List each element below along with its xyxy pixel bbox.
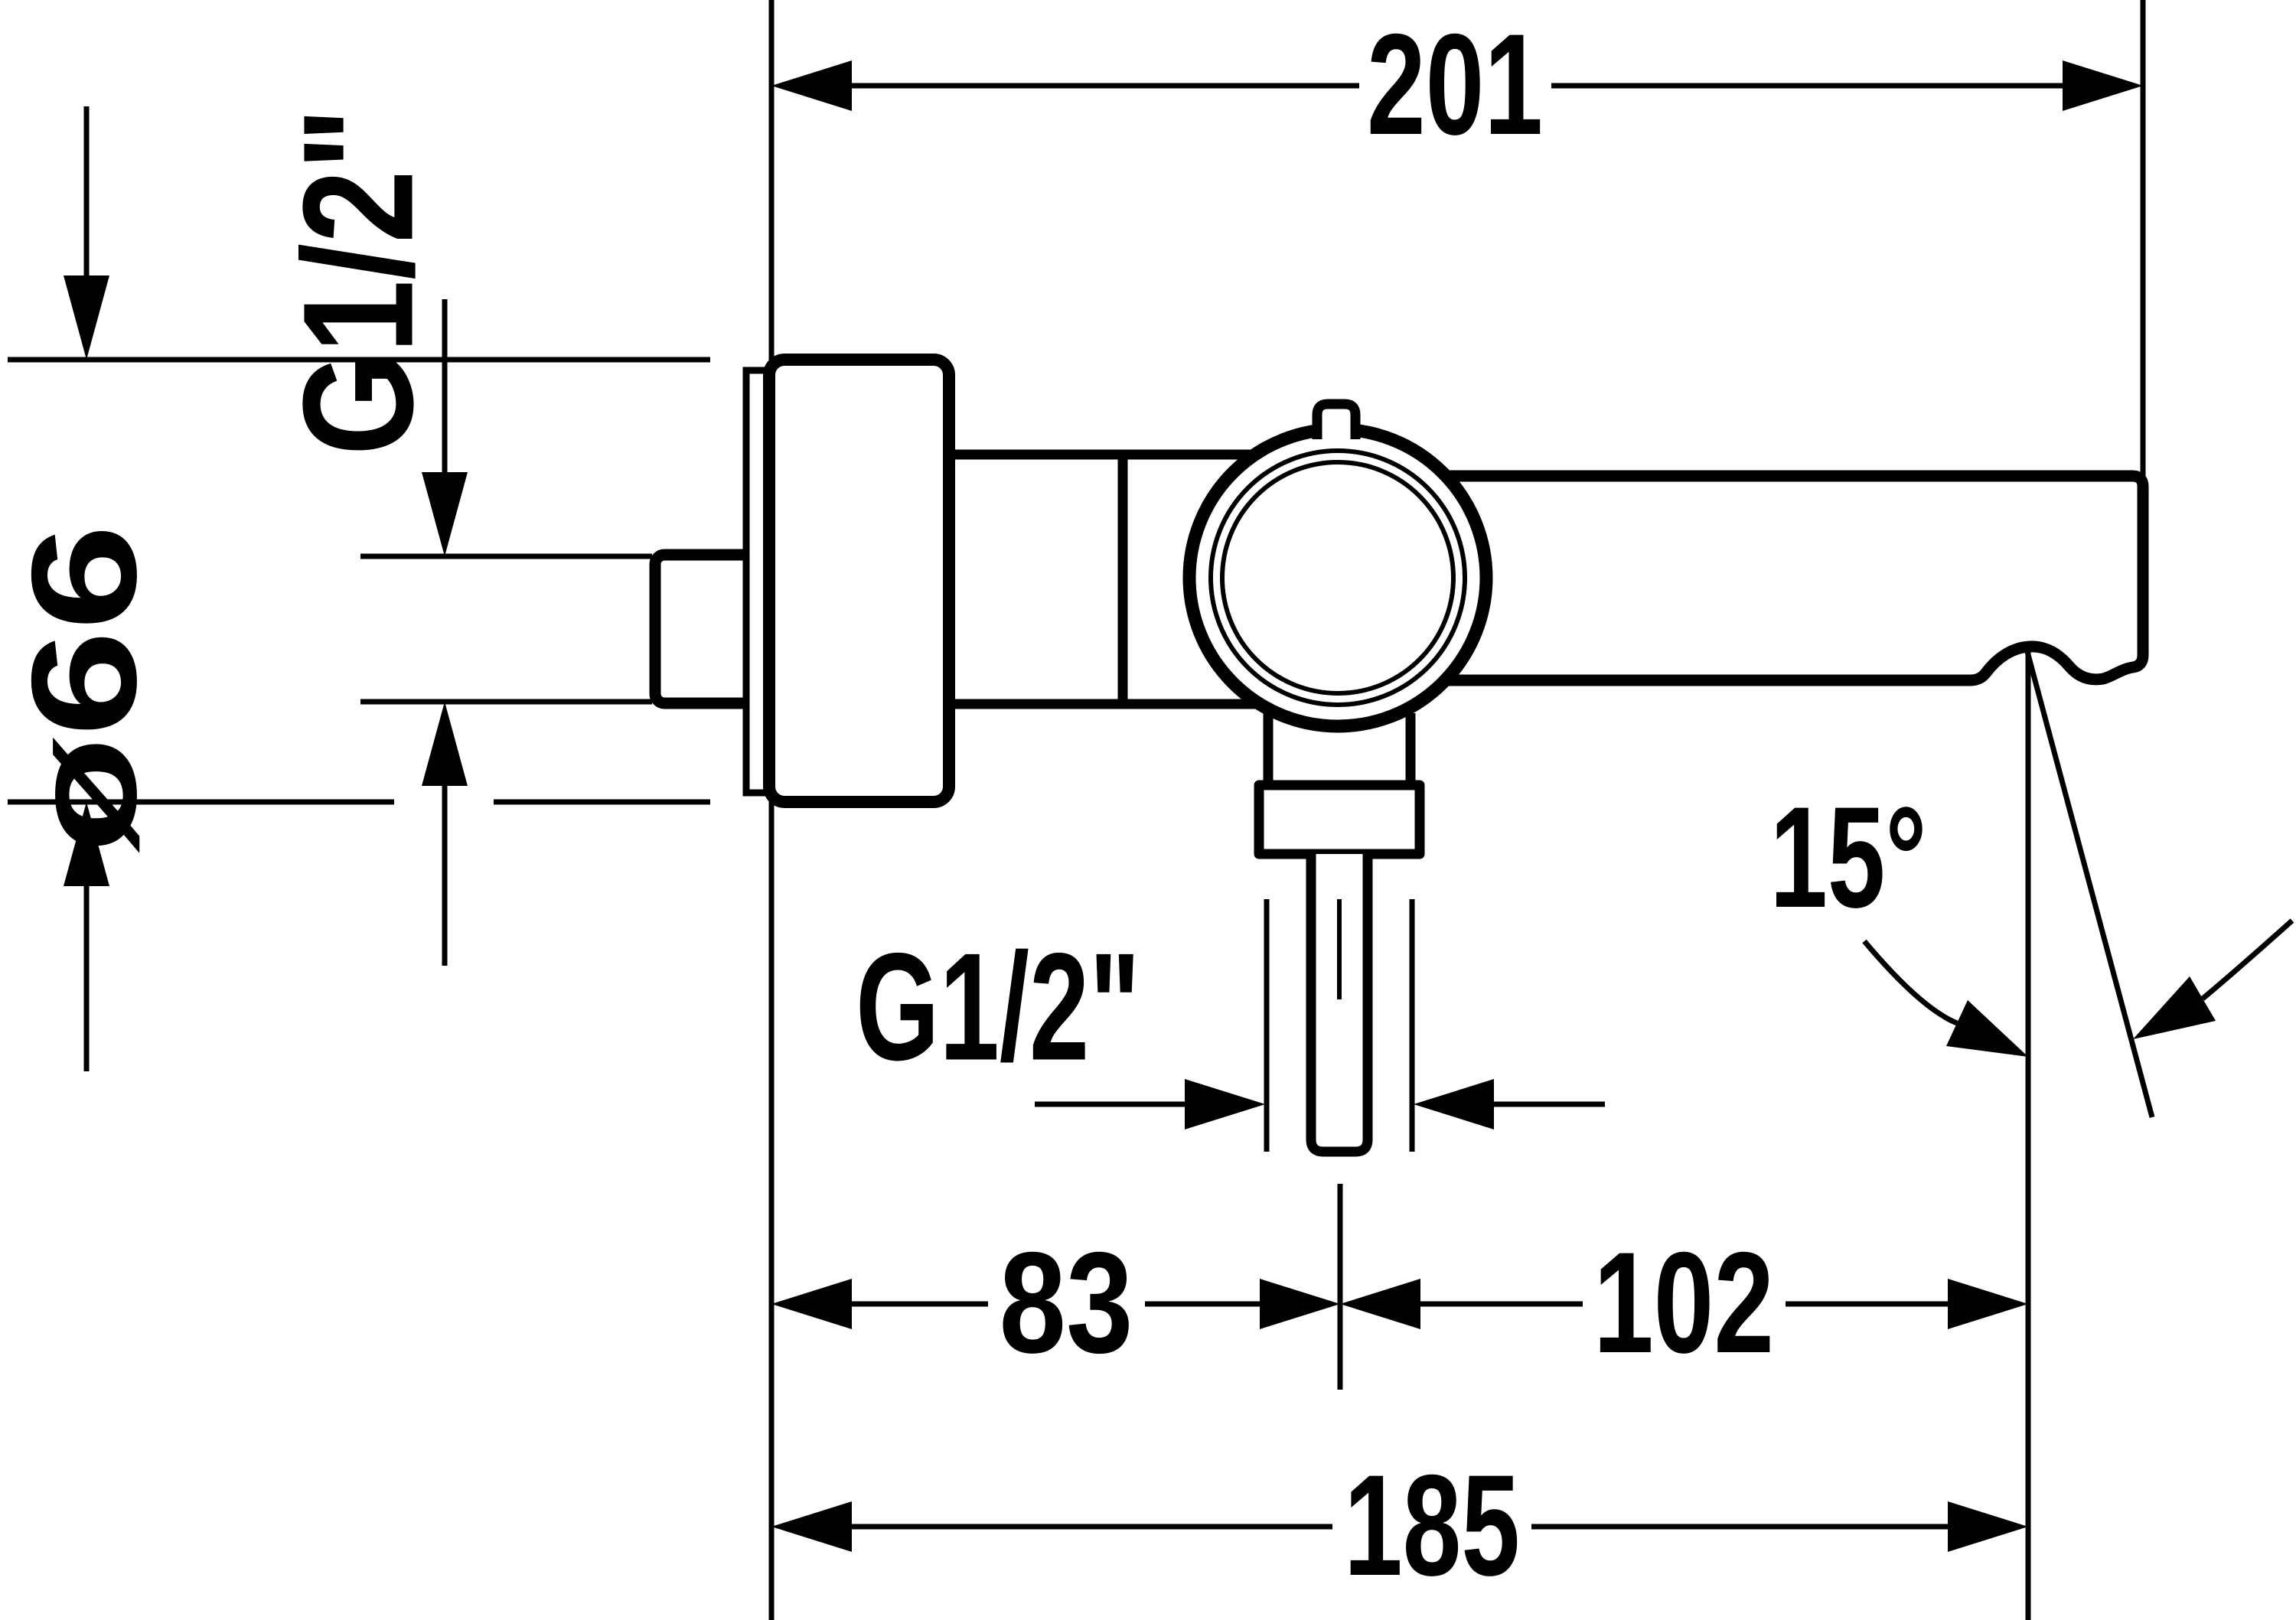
arrowhead-left (1340, 1279, 1420, 1329)
dimension-201-label: 201 (1367, 4, 1543, 165)
escutcheon (763, 354, 955, 808)
arrowhead-left (771, 60, 852, 111)
outlet-neck (1263, 713, 1416, 785)
outlet-thread-label: G1/2" (856, 922, 1140, 1093)
valve-ring-inner (1220, 460, 1456, 696)
arrowhead-arc-left (1946, 1000, 2028, 1057)
dimension-102: 102 (1340, 1222, 2028, 1383)
arrowhead-right (1260, 1279, 1340, 1329)
arrowhead-right (2063, 60, 2143, 111)
arrowhead-right-pointing (1185, 1079, 1265, 1129)
spout (1332, 470, 2149, 686)
dimension-dia66: ø66 (1, 106, 710, 1071)
valve-ring-outer (1208, 448, 1467, 707)
angle-15-annotation: 15° (1770, 648, 2294, 1118)
angle-15-label: 15° (1770, 777, 1927, 937)
dimension-83-label: 83 (1000, 1222, 1133, 1383)
dimension-201: 201 (771, 4, 2143, 165)
arrowhead-right (1948, 1501, 2028, 1552)
arrowhead-left (771, 1279, 852, 1329)
dimension-102-label: 102 (1593, 1222, 1774, 1383)
cartridge-cap-tab (1312, 399, 1361, 439)
arrowhead-left-pointing (1414, 1079, 1494, 1129)
dimension-185-label: 185 (1344, 1445, 1520, 1605)
arrowhead-down (64, 275, 109, 360)
arrowhead-left (771, 1501, 852, 1552)
wall-nipple (649, 549, 764, 709)
dimension-g12-inlet: G1/2" (271, 108, 652, 966)
dimension-g12-outlet: G1/2" (856, 899, 1605, 1152)
arrowhead-arc-right (2133, 976, 2216, 1039)
faucet-outline (649, 354, 2149, 1157)
arrowhead-up (422, 702, 468, 786)
arrowhead-right (1948, 1279, 2028, 1329)
angle-arc-left (1862, 939, 1958, 1026)
dimension-83: 83 (771, 1222, 1340, 1383)
outlet-pipe (1306, 854, 1373, 1157)
arrowhead-down (422, 472, 468, 556)
valve-housing-circle (1182, 422, 1493, 733)
dimension-185: 185 (771, 1445, 2028, 1605)
dia66-label: ø66 (1, 524, 168, 853)
arrowhead-up (64, 802, 109, 886)
angle-arc-right (2200, 918, 2294, 1001)
body-tube (949, 449, 1270, 709)
inlet-thread-label: G1/2" (271, 108, 446, 456)
outlet-nut (1254, 780, 1425, 859)
angle-reference-line (2024, 648, 2155, 1118)
extension-lines (768, 0, 2146, 1620)
